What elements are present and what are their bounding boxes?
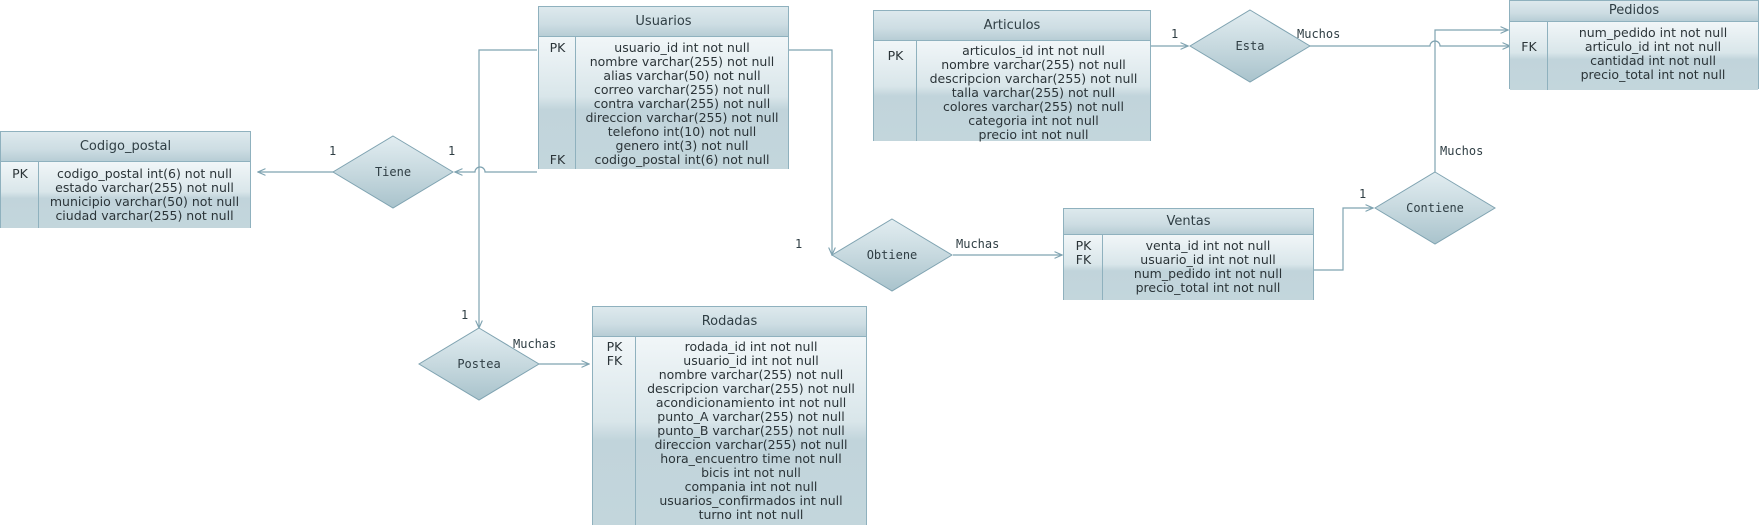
codigo-postal-field: estado varchar(255) not null [55,180,234,195]
articulos-field: categoria int not null [968,113,1099,128]
rodadas-field: nombre varchar(255) not null [658,367,844,382]
fk-key-label: FK [1075,252,1092,267]
relationship-esta-label: Esta [1235,39,1265,53]
rodadas-field: usuario_id int not null [683,353,819,368]
ventas-field: precio_total int not null [1135,280,1281,295]
rodadas-field: direccion varchar(255) not null [654,437,848,452]
pk-key-label: PK [12,166,28,181]
relationship-postea-diamond[interactable] [418,327,540,401]
connector-usuarios-obtiene [789,49,832,255]
entity-ventas[interactable]: Ventas PK FK venta_id int not null usuar… [1063,208,1314,300]
entity-pedidos[interactable]: Pedidos FK num_pedido int not null artic… [1509,0,1759,90]
entity-articulos[interactable]: Articulos PK articulos_id int not null n… [873,10,1151,142]
entity-usuarios[interactable]: Usuarios PK FK usuario_id int not null n… [538,6,789,169]
relationship-obtiene-diamond[interactable] [831,218,953,292]
rodadas-field: descripcion varchar(255) not null [647,381,855,396]
entity-articulos-title: Articulos [874,11,1150,41]
cardinality-contiene-left: 1 [1359,187,1367,201]
relationship-contiene-diamond[interactable] [1374,171,1496,245]
entity-ventas-title: Ventas [1064,209,1313,235]
articulos-field: colores varchar(255) not null [942,99,1125,114]
usuarios-field: genero int(3) not null [615,138,749,153]
cardinality-postea-right: Muchas [513,337,557,351]
usuarios-field: contra varchar(255) not null [593,96,771,111]
entity-codigo-postal-title: Codigo_postal [1,132,250,162]
articulos-field: articulos_id int not null [962,43,1105,58]
pedidos-field: articulo_id int not null [1584,39,1722,54]
connector-ventas-contiene [1313,208,1373,271]
entity-usuarios-title: Usuarios [539,7,788,37]
ventas-field: venta_id int not null [1145,238,1271,253]
rodadas-field: bicis int not null [701,465,801,480]
connector-usuarios-postea [479,49,537,328]
usuarios-field: usuario_id int not null [614,40,750,55]
codigo-postal-field: ciudad varchar(255) not null [55,208,234,223]
entity-rodadas-title: Rodadas [593,307,866,337]
rodadas-field: turno int not null [698,507,804,522]
entity-rodadas[interactable]: Rodadas PK FK rodada_id int not null usu… [592,306,867,525]
usuarios-field: correo varchar(255) not null [594,82,770,97]
relationship-contiene-label: Contiene [1406,201,1464,215]
pedidos-field: num_pedido int not null [1578,25,1728,40]
articulos-field: nombre varchar(255) not null [941,57,1126,72]
rodadas-field: rodada_id int not null [684,339,818,354]
pedidos-field: precio_total int not null [1580,67,1726,82]
fk-key-label: FK [549,152,566,167]
rodadas-field: acondicionamiento int not null [655,395,847,410]
pedidos-field: cantidad int not null [1590,53,1716,68]
ventas-field: num_pedido int not null [1133,266,1283,281]
pk-key-label: PK [606,339,623,354]
fk-key-label: FK [1521,39,1537,54]
entity-pedidos-title: Pedidos [1510,1,1758,22]
codigo-postal-field: municipio varchar(50) not null [49,194,240,209]
fk-key-label: FK [606,353,623,368]
cardinality-contiene-top: Muchos [1440,144,1484,158]
cardinality-tiene-right: 1 [448,144,456,158]
articulos-field: talla varchar(255) not null [951,85,1116,100]
connector-contiene-pedidos [1434,30,1508,173]
rodadas-field: punto_A varchar(255) not null [657,409,845,424]
usuarios-field: alias varchar(50) not null [603,68,761,83]
relationship-obtiene-label: Obtiene [866,248,918,262]
usuarios-field: nombre varchar(255) not null [589,54,775,69]
rodadas-field: punto_B varchar(255) not null [657,423,845,438]
cardinality-postea-top: 1 [461,308,469,322]
connector-usuarios-tiene [455,166,537,172]
entity-codigo-postal[interactable]: Codigo_postal PK codigo_postal int(6) no… [0,131,251,228]
connector-esta-pedidos [1290,40,1510,46]
rodadas-field: hora_encuentro time not null [660,451,842,466]
rodadas-field: usuarios_confirmados int null [659,493,843,508]
cardinality-esta-right: Muchos [1297,27,1341,41]
rodadas-field: compania int not null [684,479,818,494]
usuarios-field: direccion varchar(255) not null [585,110,779,125]
articulos-field: descripcion varchar(255) not null [929,71,1138,86]
cardinality-obtiene-right: Muchas [956,237,1000,251]
usuarios-field: telefono int(10) not null [607,124,757,139]
relationship-esta-diamond[interactable] [1189,9,1311,83]
relationship-tiene-label: Tiene [374,165,412,179]
pk-key-label: PK [549,40,566,55]
codigo-postal-field: codigo_postal int(6) not null [56,166,233,181]
pk-key-label: PK [887,48,904,63]
usuarios-field: codigo_postal int(6) not null [594,152,770,167]
relationship-postea-label: Postea [457,357,501,371]
relationship-tiene-diamond[interactable] [332,135,454,209]
cardinality-esta-left: 1 [1171,27,1179,41]
articulos-field: precio int not null [978,127,1089,142]
pk-key-label: PK [1075,238,1092,253]
cardinality-tiene-left: 1 [329,144,337,158]
ventas-field: usuario_id int not null [1140,252,1276,267]
cardinality-obtiene-left: 1 [795,237,803,251]
